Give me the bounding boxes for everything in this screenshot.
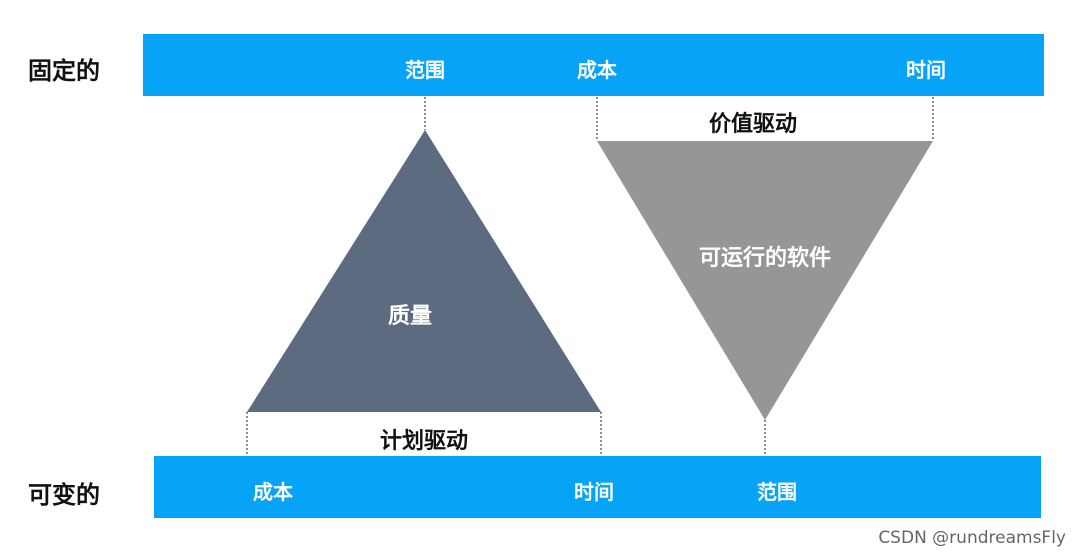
fixed-item-scope: 范围 [405, 58, 445, 82]
variable-bar [154, 456, 1041, 518]
variable-item-cost: 成本 [253, 480, 293, 504]
watermark: CSDN @rundreamsFly [878, 528, 1066, 548]
fixed-row-label: 固定的 [28, 57, 100, 85]
working-software-label: 可运行的软件 [698, 246, 832, 271]
plan-driven-label: 计划驱动 [379, 429, 469, 454]
fixed-item-time: 时间 [906, 58, 946, 82]
triangle-value-driven [597, 141, 933, 420]
fixed-item-cost: 成本 [577, 58, 617, 82]
variable-item-time: 时间 [574, 480, 614, 504]
value-driven-label: 价值驱动 [708, 112, 798, 137]
variable-item-scope: 范围 [757, 480, 797, 504]
quality-label: 质量 [387, 304, 433, 329]
variable-row-label: 可变的 [28, 481, 100, 509]
fixed-bar [143, 34, 1044, 96]
triangle-plan-driven [247, 130, 601, 412]
